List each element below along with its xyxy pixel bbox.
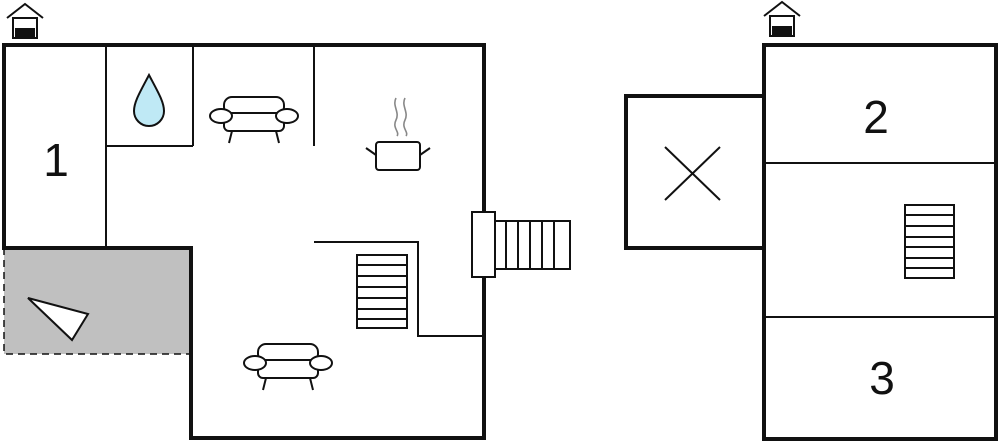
room-label-2: 2	[863, 91, 889, 143]
staircase-icon	[356, 254, 408, 329]
outdoor-steps-icon	[471, 211, 571, 278]
ground-floor-outer-wall	[2, 43, 486, 440]
sofa-icon	[243, 343, 333, 391]
ground-floor-plan: 1	[2, 2, 571, 440]
room-label-1: 1	[43, 134, 69, 186]
house-entrance-icon	[763, 0, 801, 37]
void-cross-icon	[664, 146, 721, 201]
sofa-icon	[209, 96, 299, 144]
ground-floor-interior-walls	[105, 45, 484, 337]
upper-floor-outer-wall	[762, 43, 998, 441]
room-label-3: 3	[869, 352, 895, 404]
water-drop-icon	[132, 72, 166, 127]
staircase-icon	[904, 204, 955, 279]
terrace-icon	[27, 297, 90, 342]
upper-floor-plan: 2 3	[624, 0, 998, 441]
cooking-pot-icon	[365, 97, 431, 171]
upper-floor-interior-walls	[764, 162, 996, 318]
house-entrance-icon	[6, 2, 44, 39]
